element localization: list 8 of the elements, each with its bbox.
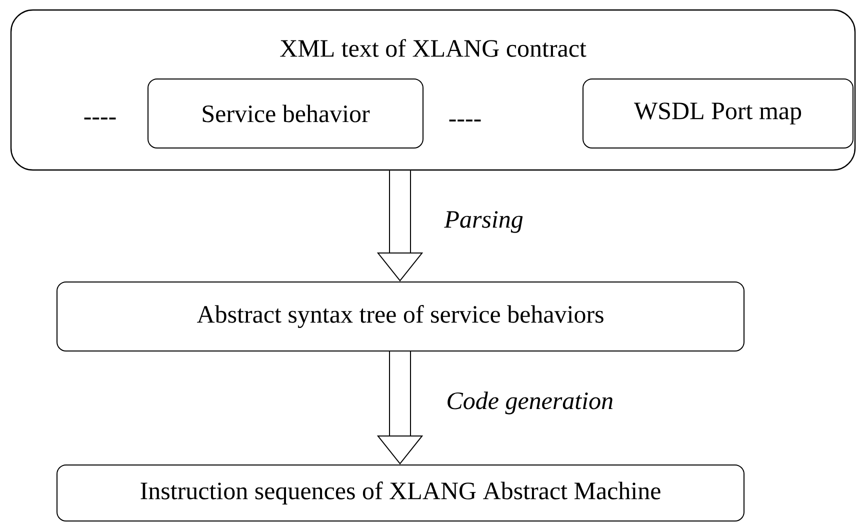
ellipsis-dashes: ---- xyxy=(449,120,481,122)
edge-label: Parsing xyxy=(443,210,524,234)
process-box: WSDL Port map xyxy=(582,78,854,148)
process-box: Instruction sequences of XLANG Abstract Machine xyxy=(56,464,744,522)
process-box: Abstract syntax tree of service behaviors xyxy=(56,282,744,352)
ellipsis-dashes: ---- xyxy=(84,118,116,120)
edge-label: Code generation xyxy=(445,390,615,416)
process-box: Service behavior xyxy=(148,78,424,148)
